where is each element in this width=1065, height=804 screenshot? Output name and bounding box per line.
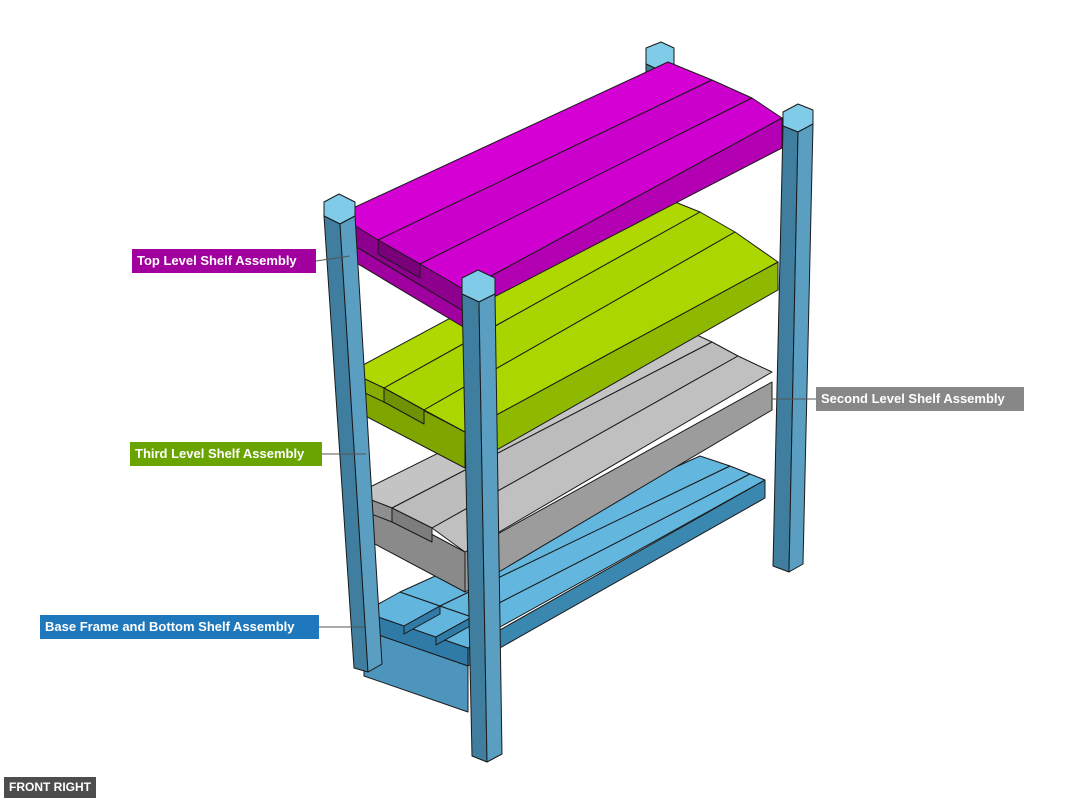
callout-base-label: Base Frame and Bottom Shelf Assembly — [45, 619, 295, 634]
callout-base: Base Frame and Bottom Shelf Assembly — [40, 615, 364, 639]
top-level-shelf — [337, 61, 783, 329]
callout-second-level-label: Second Level Shelf Assembly — [821, 391, 1006, 406]
view-orientation-label: FRONT RIGHT — [4, 777, 96, 798]
callout-third-level: Third Level Shelf Assembly — [130, 442, 366, 466]
callout-third-level-box — [130, 442, 322, 466]
front-right-leg — [461, 269, 503, 763]
callout-second-level: Second Level Shelf Assembly — [772, 387, 1024, 411]
callout-top-level-label: Top Level Shelf Assembly — [137, 253, 297, 268]
callout-second-level-box — [816, 387, 1024, 411]
callout-base-box — [40, 615, 319, 639]
front-left-leg — [323, 193, 383, 673]
callout-third-level-label: Third Level Shelf Assembly — [135, 446, 305, 461]
callout-top-level-box — [132, 249, 316, 273]
back-right-leg — [772, 103, 814, 573]
callout-top-level: Top Level Shelf Assembly — [132, 249, 351, 273]
